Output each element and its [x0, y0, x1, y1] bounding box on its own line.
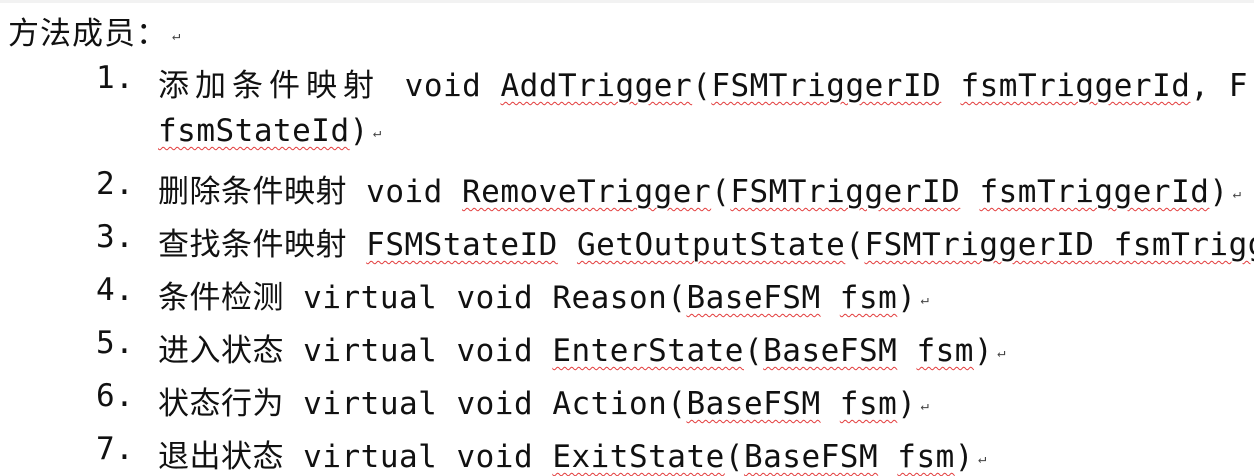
- section-heading: 方法成员：↵: [8, 8, 181, 53]
- continuation-text: fsmStateId)↵: [158, 113, 382, 149]
- list-item: 4. 条件检测 virtual void Reason(BaseFSM fsm)…: [0, 272, 1254, 316]
- param-name: fsm: [839, 386, 898, 422]
- space: [821, 386, 840, 422]
- method-name: EnterState: [552, 333, 744, 369]
- item-description: 进入状态: [158, 333, 304, 369]
- space: [960, 174, 979, 210]
- param-type: BaseFSM: [763, 333, 898, 369]
- paren: (: [743, 333, 764, 369]
- item-description: 退出状态: [158, 439, 304, 475]
- list-item-number: 4.: [96, 272, 135, 308]
- list-item: 7. 退出状态 virtual void ExitState(BaseFSM f…: [0, 431, 1254, 475]
- return-type: FSMStateID: [366, 227, 558, 263]
- code-keyword: virtual void: [303, 333, 553, 369]
- paren: (: [724, 439, 744, 475]
- code-keyword: void: [404, 68, 501, 104]
- param-type: FSMTriggerID: [864, 227, 1095, 263]
- paren-close: ): [349, 113, 369, 149]
- paren: (: [711, 174, 731, 210]
- list-item-number: 3.: [96, 219, 135, 255]
- item-description: 条件检测: [158, 280, 304, 316]
- sig-tail: ): [973, 333, 994, 369]
- space: [878, 439, 897, 475]
- method-name: RemoveTrigger: [462, 174, 712, 210]
- method-name: ExitState: [552, 439, 725, 475]
- sig-tail: fsmTrigger: [1113, 227, 1254, 263]
- paren: (: [845, 227, 865, 263]
- paragraph-mark-icon: ↵: [997, 344, 1007, 361]
- list-item-text: 查找条件映射 FSMStateID GetOutputState(FSMTrig…: [158, 219, 1254, 264]
- heading-text: 方法成员：: [8, 16, 168, 52]
- paragraph-mark-icon: ↵: [372, 124, 382, 141]
- list-item-number: 2.: [96, 166, 135, 202]
- sig-tail: ): [897, 386, 917, 422]
- code-keyword: virtual void: [303, 280, 553, 316]
- sig-tail: ): [954, 439, 974, 475]
- param-type: FSMTriggerID: [711, 68, 942, 104]
- space: [897, 333, 916, 369]
- method-name: AddTrigger: [500, 68, 693, 104]
- list-item-text: 删除条件映射 void RemoveTrigger(FSMTriggerID f…: [158, 166, 1242, 211]
- param-type: FSMTriggerID: [730, 174, 961, 210]
- paragraph-mark-icon: ↵: [1232, 185, 1242, 202]
- list-item-number: 1.: [96, 60, 135, 96]
- space: [821, 280, 840, 316]
- space: [941, 68, 960, 104]
- method-name: Action: [552, 386, 668, 422]
- list-item-text: 进入状态 virtual void EnterState(BaseFSM fsm…: [158, 325, 1006, 370]
- param-name: fsmStateId: [158, 113, 350, 149]
- paragraph-mark-icon: ↵: [977, 450, 987, 467]
- space: [558, 227, 577, 263]
- list-item: 5. 进入状态 virtual void EnterState(BaseFSM …: [0, 325, 1254, 369]
- list-item-number: 5.: [96, 325, 135, 361]
- item-description: 查找条件映射: [158, 227, 367, 263]
- list-item-text: 条件检测 virtual void Reason(BaseFSM fsm)↵: [158, 272, 929, 317]
- list-item: 1. 添加条件映射 void AddTrigger(FSMTriggerID f…: [0, 60, 1254, 104]
- paren: (: [667, 280, 687, 316]
- paragraph-mark-icon: ↵: [920, 397, 930, 414]
- param-name: fsm: [839, 280, 898, 316]
- method-name: Reason: [552, 280, 668, 316]
- code-keyword: virtual void: [303, 386, 553, 422]
- top-border: [0, 0, 1254, 3]
- list-item-number: 7.: [96, 431, 135, 467]
- item-description: 状态行为: [158, 386, 304, 422]
- paragraph-mark-icon: ↵: [172, 27, 182, 44]
- list-item-text: 状态行为 virtual void Action(BaseFSM fsm)↵: [158, 378, 929, 423]
- list-item-continuation: fsmStateId)↵: [0, 113, 1254, 153]
- sig-tail: ): [897, 280, 917, 316]
- paren: (: [667, 386, 687, 422]
- list-item-text: 退出状态 virtual void ExitState(BaseFSM fsm)…: [158, 431, 987, 476]
- param-name: fsmTriggerId: [979, 174, 1210, 210]
- param-name: fsm: [897, 439, 955, 475]
- sig-tail: , F: [1190, 68, 1248, 104]
- paragraph-mark-icon: ↵: [920, 291, 930, 308]
- param-name: fsmTriggerId: [960, 68, 1191, 104]
- list-item: 3. 查找条件映射 FSMStateID GetOutputState(FSMT…: [0, 219, 1254, 263]
- list-item: 2. 删除条件映射 void RemoveTrigger(FSMTriggerI…: [0, 166, 1254, 210]
- list-item: 6. 状态行为 virtual void Action(BaseFSM fsm)…: [0, 378, 1254, 422]
- code-keyword: virtual void: [303, 439, 553, 475]
- param-type: BaseFSM: [686, 386, 821, 422]
- item-description: 删除条件映射: [158, 174, 367, 210]
- sig-tail: ): [1209, 174, 1229, 210]
- paren: (: [692, 68, 712, 104]
- param-type: BaseFSM: [686, 280, 821, 316]
- list-item-text: 添加条件映射 void AddTrigger(FSMTriggerID fsmT…: [158, 60, 1248, 105]
- param-name: fsm: [916, 333, 974, 369]
- param-type: BaseFSM: [743, 439, 879, 475]
- list-item-number: 6.: [96, 378, 135, 414]
- method-name: GetOutputState: [576, 227, 846, 263]
- item-description: 添加条件映射: [158, 68, 405, 104]
- code-keyword: void: [366, 174, 462, 210]
